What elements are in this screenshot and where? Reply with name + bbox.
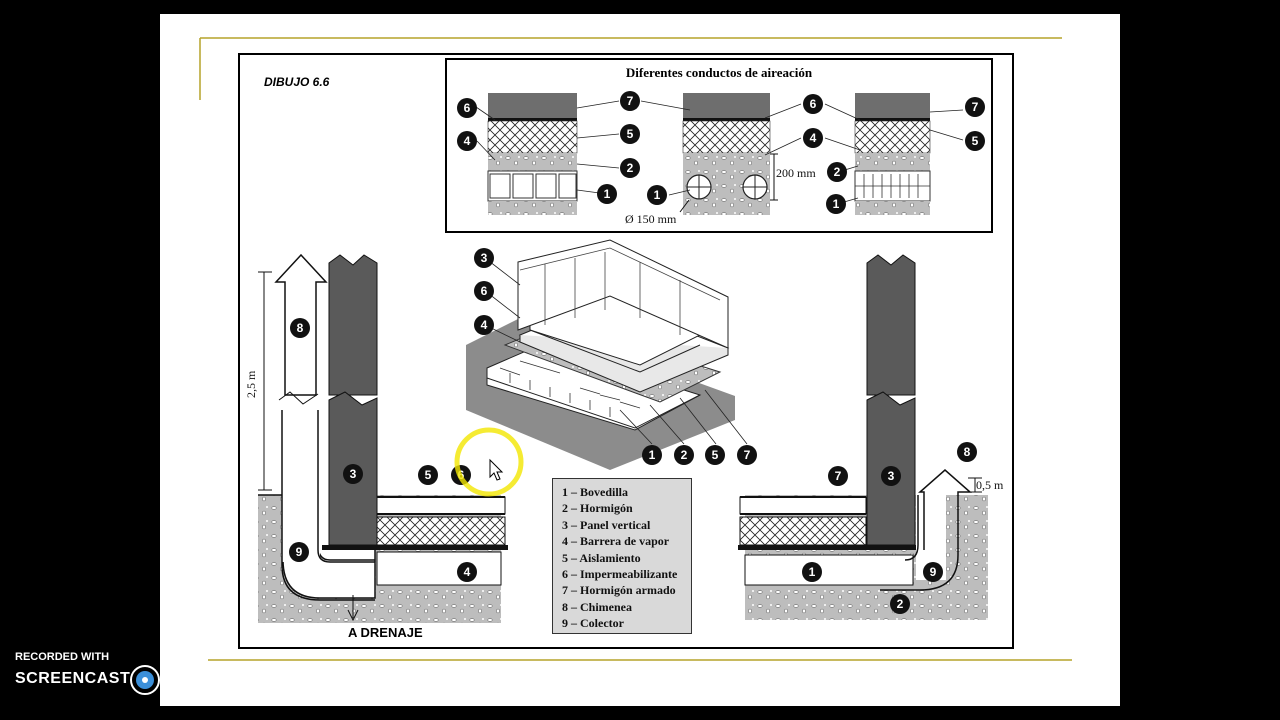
aeration-section-a xyxy=(487,93,578,215)
badge-4: 4 xyxy=(457,562,477,582)
dim-height: 2,5 m xyxy=(244,370,258,398)
badge-5: 5 xyxy=(418,465,438,485)
badge-6: 6 xyxy=(457,98,477,118)
badge-6: 6 xyxy=(803,94,823,114)
svg-text:7: 7 xyxy=(972,100,979,114)
aeration-section-b xyxy=(682,93,771,215)
badge-7: 7 xyxy=(620,91,640,111)
svg-text:4: 4 xyxy=(481,318,488,332)
badge-1: 1 xyxy=(642,445,662,465)
svg-text:2: 2 xyxy=(681,448,688,462)
legend-item: 7 – Hormigón armado xyxy=(562,583,676,598)
svg-text:6: 6 xyxy=(481,284,488,298)
right-section-drawing xyxy=(738,254,988,620)
badge-9: 9 xyxy=(289,542,309,562)
svg-text:6: 6 xyxy=(464,101,471,115)
svg-text:4: 4 xyxy=(464,134,471,148)
legend-item: 8 – Chimenea xyxy=(562,599,632,614)
svg-text:5: 5 xyxy=(972,134,979,148)
svg-text:1: 1 xyxy=(604,187,611,201)
svg-text:5: 5 xyxy=(627,127,634,141)
dim-diameter: Ø 150 mm xyxy=(625,212,677,226)
recorded-with-text: RECORDED WITH xyxy=(15,651,110,663)
isometric-slab-drawing xyxy=(466,239,748,470)
badge-6: 6 xyxy=(474,281,494,301)
dim-layer: 200 mm xyxy=(776,166,816,180)
badge-2: 2 xyxy=(674,445,694,465)
svg-text:5: 5 xyxy=(425,468,432,482)
badge-3: 3 xyxy=(343,464,363,484)
brand-text-right: MATIC xyxy=(166,670,216,687)
legend-item: 3 – Panel vertical xyxy=(562,517,651,532)
badge-1: 1 xyxy=(826,194,846,214)
badge-8: 8 xyxy=(957,442,977,462)
drawing-number: DIBUJO 6.6 xyxy=(264,75,330,89)
svg-text:4: 4 xyxy=(464,565,471,579)
aeration-panel xyxy=(445,58,993,233)
svg-text:7: 7 xyxy=(627,94,634,108)
slide-accent-lines xyxy=(199,37,1072,661)
badge-4: 4 xyxy=(457,131,477,151)
badge-2: 2 xyxy=(890,594,910,614)
badge-7: 7 xyxy=(737,445,757,465)
svg-text:1: 1 xyxy=(833,197,840,211)
svg-text:7: 7 xyxy=(835,469,842,483)
legend-item: 6 – Impermeabilizante xyxy=(562,567,678,582)
svg-text:8: 8 xyxy=(297,321,304,335)
svg-text:7: 7 xyxy=(744,448,751,462)
svg-text:3: 3 xyxy=(350,467,357,481)
badge-1: 1 xyxy=(597,184,617,204)
legend-item: 4 – Barrera de vapor xyxy=(562,534,670,549)
svg-text:3: 3 xyxy=(481,251,488,265)
badge-1: 1 xyxy=(647,185,667,205)
svg-text:9: 9 xyxy=(930,565,937,579)
badge-4: 4 xyxy=(803,128,823,148)
svg-text:6: 6 xyxy=(810,97,817,111)
brand-text-left: SCREENCAST xyxy=(15,670,131,687)
badge-3: 3 xyxy=(474,248,494,268)
cursor-highlight xyxy=(454,427,524,497)
dim-top: 0,5 m xyxy=(976,478,1004,492)
badge-2: 2 xyxy=(827,162,847,182)
svg-text:1: 1 xyxy=(649,448,656,462)
svg-text:9: 9 xyxy=(296,545,303,559)
svg-text:4: 4 xyxy=(810,131,817,145)
legend-item: 2 – Hormigón xyxy=(562,501,633,516)
badge-3: 3 xyxy=(881,466,901,486)
badge-5: 5 xyxy=(705,445,725,465)
screencast-logo-icon xyxy=(130,665,160,695)
badge-7: 7 xyxy=(965,97,985,117)
badge-5: 5 xyxy=(965,131,985,151)
svg-text:3: 3 xyxy=(888,469,895,483)
svg-text:8: 8 xyxy=(964,445,971,459)
svg-text:1: 1 xyxy=(809,565,816,579)
legend-item: 1 – Bovedilla xyxy=(562,485,629,499)
drain-label: A DRENAJE xyxy=(348,625,423,640)
badge-2: 2 xyxy=(620,158,640,178)
badge-5: 5 xyxy=(620,124,640,144)
svg-text:1: 1 xyxy=(654,188,661,202)
number-badges: 6 4 7 5 2 1 1 6 4 2 1 7 5 3 6 4 1 2 5 7 … xyxy=(289,91,985,614)
svg-text:2: 2 xyxy=(897,597,904,611)
badge-1: 1 xyxy=(802,562,822,582)
badge-4: 4 xyxy=(474,315,494,335)
badge-8: 8 xyxy=(290,318,310,338)
legend-item: 5 – Aislamiento xyxy=(562,550,641,565)
badge-7: 7 xyxy=(828,466,848,486)
aeration-section-c xyxy=(854,93,931,215)
badge-9: 9 xyxy=(923,562,943,582)
svg-text:5: 5 xyxy=(712,448,719,462)
left-section-drawing xyxy=(258,253,508,623)
svg-text:2: 2 xyxy=(627,161,634,175)
svg-text:2: 2 xyxy=(834,165,841,179)
aeration-title: Diferentes conductos de aireación xyxy=(625,65,813,80)
legend-item: 9 – Colector xyxy=(562,616,624,631)
legend-box: 1 – Bovedilla 2 – Hormigón 3 – Panel ver… xyxy=(552,478,692,634)
